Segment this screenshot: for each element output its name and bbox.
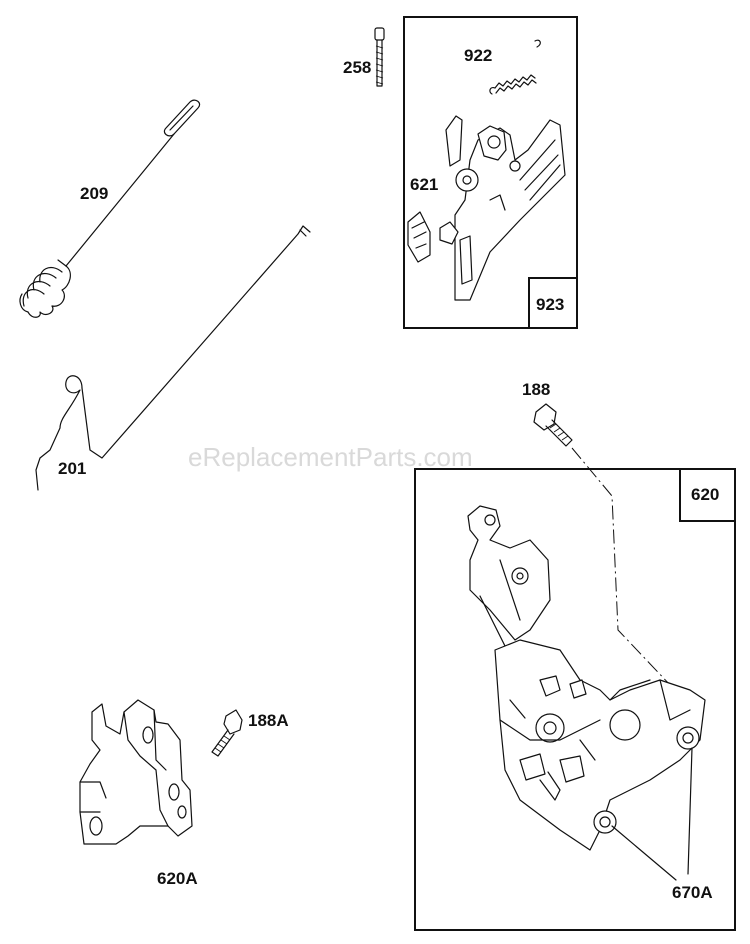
screw-258-icon [374,27,385,87]
bolt-188-icon [533,403,573,447]
label-258: 258 [343,58,371,77]
leader-670a-b [687,747,693,875]
label-670a: 670A [672,883,713,902]
label-188a: 188A [248,711,289,730]
label-209: 209 [80,184,108,203]
label-188: 188 [522,380,550,399]
label-621: 621 [410,175,438,194]
control-bracket-620-icon [467,505,706,851]
screw-188a-icon [211,709,243,757]
watermark: eReplacementParts.com [188,442,473,472]
spring-922-icon [489,39,541,95]
bracket-621-icon [407,115,566,301]
kit-box-923 [403,16,578,329]
label-922: 922 [464,46,492,65]
label-201: 201 [58,459,86,478]
spring-209-icon [19,99,201,318]
bracket-620a-icon [79,699,193,845]
assembly-box-620-tag [679,468,736,522]
leader-670a-a [611,825,677,881]
governor-link-201-icon [35,225,311,491]
assembly-box-620 [414,468,736,931]
label-620: 620 [691,485,719,504]
label-620a: 620A [157,869,198,888]
kit-box-923-tag [528,277,578,329]
label-923: 923 [536,295,564,314]
bolt-188-centerline [571,447,691,707]
